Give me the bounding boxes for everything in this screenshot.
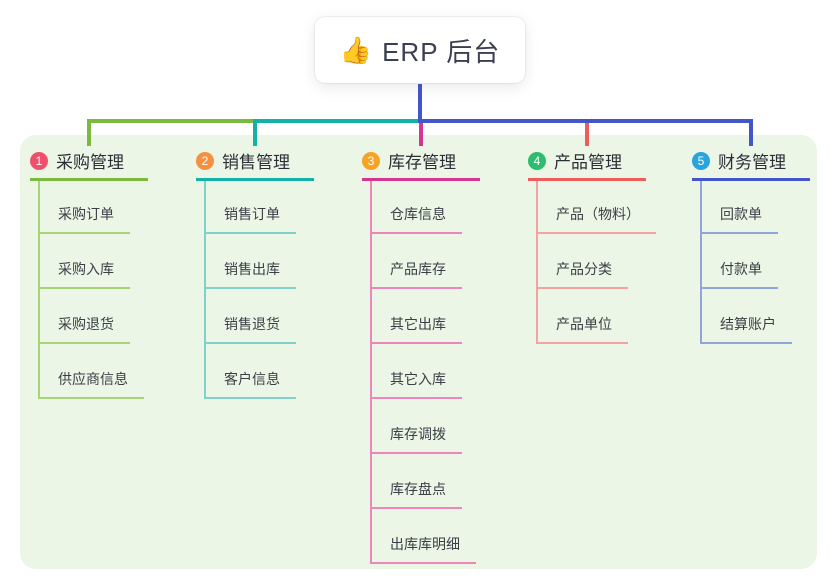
child-node[interactable]: 其它出库 [372,289,532,344]
branch-children: 回款单付款单结算账户 [700,181,839,344]
branch: 2 销售管理 销售订单销售出库销售退货客户信息 [196,148,366,399]
child-node[interactable]: 采购入库 [40,234,200,289]
root-node[interactable]: 👍 ERP 后台 [315,17,525,83]
child-node[interactable]: 采购订单 [40,181,200,234]
branch-label: 库存管理 [388,153,456,172]
child-node-label: 销售出库 [206,259,296,289]
branches-background-panel [20,135,817,569]
branch-header-node[interactable]: 5 财务管理 [692,148,810,181]
branch-label: 产品管理 [554,153,622,172]
branch: 1 采购管理 采购订单采购入库采购退货供应商信息 [30,148,200,399]
child-node[interactable]: 仓库信息 [372,181,532,234]
child-node-label: 产品库存 [372,259,462,289]
child-node-label: 采购入库 [40,259,130,289]
child-node[interactable]: 销售出库 [206,234,366,289]
child-node-label: 产品单位 [538,314,628,344]
branch-label: 销售管理 [222,153,290,172]
child-node-label: 销售订单 [206,204,296,234]
branch-number-badge: 4 [528,151,546,170]
child-node-label: 采购订单 [40,204,130,234]
branch-header-node[interactable]: 3 库存管理 [362,148,480,181]
child-node[interactable]: 结算账户 [702,289,839,344]
branch-children: 产品（物料） 产品分类产品单位 [536,181,698,344]
child-node[interactable]: 出库库明细 [372,509,532,564]
child-node-label: 库存盘点 [372,479,462,509]
child-node[interactable]: 产品分类 [538,234,698,289]
branch-number-badge: 3 [362,151,380,170]
branch-header-node[interactable]: 4 产品管理 [528,148,646,181]
branch-number-badge: 1 [30,151,48,170]
child-node-label: 仓库信息 [372,204,462,234]
child-node[interactable]: 产品库存 [372,234,532,289]
branch-number-badge: 5 [692,151,710,170]
child-node-label: 销售退货 [206,314,296,344]
branch: 5 财务管理 回款单付款单结算账户 [692,148,839,344]
child-node[interactable]: 其它入库 [372,344,532,399]
branch-label: 财务管理 [718,153,786,172]
child-node-label: 供应商信息 [40,369,144,399]
branch: 3 库存管理 仓库信息产品库存其它出库其它入库库存调拨库存盘点出库库明细 [362,148,532,564]
child-node-label: 出库库明细 [372,534,476,564]
branch-children: 销售订单销售出库销售退货客户信息 [204,181,366,399]
child-node-label: 回款单 [702,204,778,234]
child-node[interactable]: 付款单 [702,234,839,289]
child-node[interactable]: 采购退货 [40,289,200,344]
child-node-label: 采购退货 [40,314,130,344]
child-node-label: 产品分类 [538,259,628,289]
child-node-label: 结算账户 [702,314,792,344]
child-node-label: 客户信息 [206,369,296,399]
child-node-label: 付款单 [702,259,778,289]
child-node-label: 其它入库 [372,369,462,399]
child-node[interactable]: 库存盘点 [372,454,532,509]
branch-children: 采购订单采购入库采购退货供应商信息 [38,181,200,399]
child-node[interactable]: 销售订单 [206,181,366,234]
branch-label: 采购管理 [56,153,124,172]
branch-number-badge: 2 [196,151,214,170]
child-node[interactable]: 产品（物料） [538,181,698,234]
thumbs-up-icon: 👍 [339,35,373,65]
child-node-label: 其它出库 [372,314,462,344]
child-node[interactable]: 库存调拨 [372,399,532,454]
child-node[interactable]: 回款单 [702,181,839,234]
child-node[interactable]: 产品单位 [538,289,698,344]
branch: 4 产品管理 产品（物料） 产品分类产品单位 [528,148,698,344]
child-node[interactable]: 客户信息 [206,344,366,399]
branch-header-node[interactable]: 1 采购管理 [30,148,148,181]
child-node[interactable]: 销售退货 [206,289,366,344]
root-node-label: ERP 后台 [382,36,501,67]
child-node-label: 库存调拨 [372,424,462,454]
child-node[interactable]: 供应商信息 [40,344,200,399]
branch-children: 仓库信息产品库存其它出库其它入库库存调拨库存盘点出库库明细 [370,181,532,564]
child-node-label: 产品（物料） [538,204,656,234]
branch-header-node[interactable]: 2 销售管理 [196,148,314,181]
